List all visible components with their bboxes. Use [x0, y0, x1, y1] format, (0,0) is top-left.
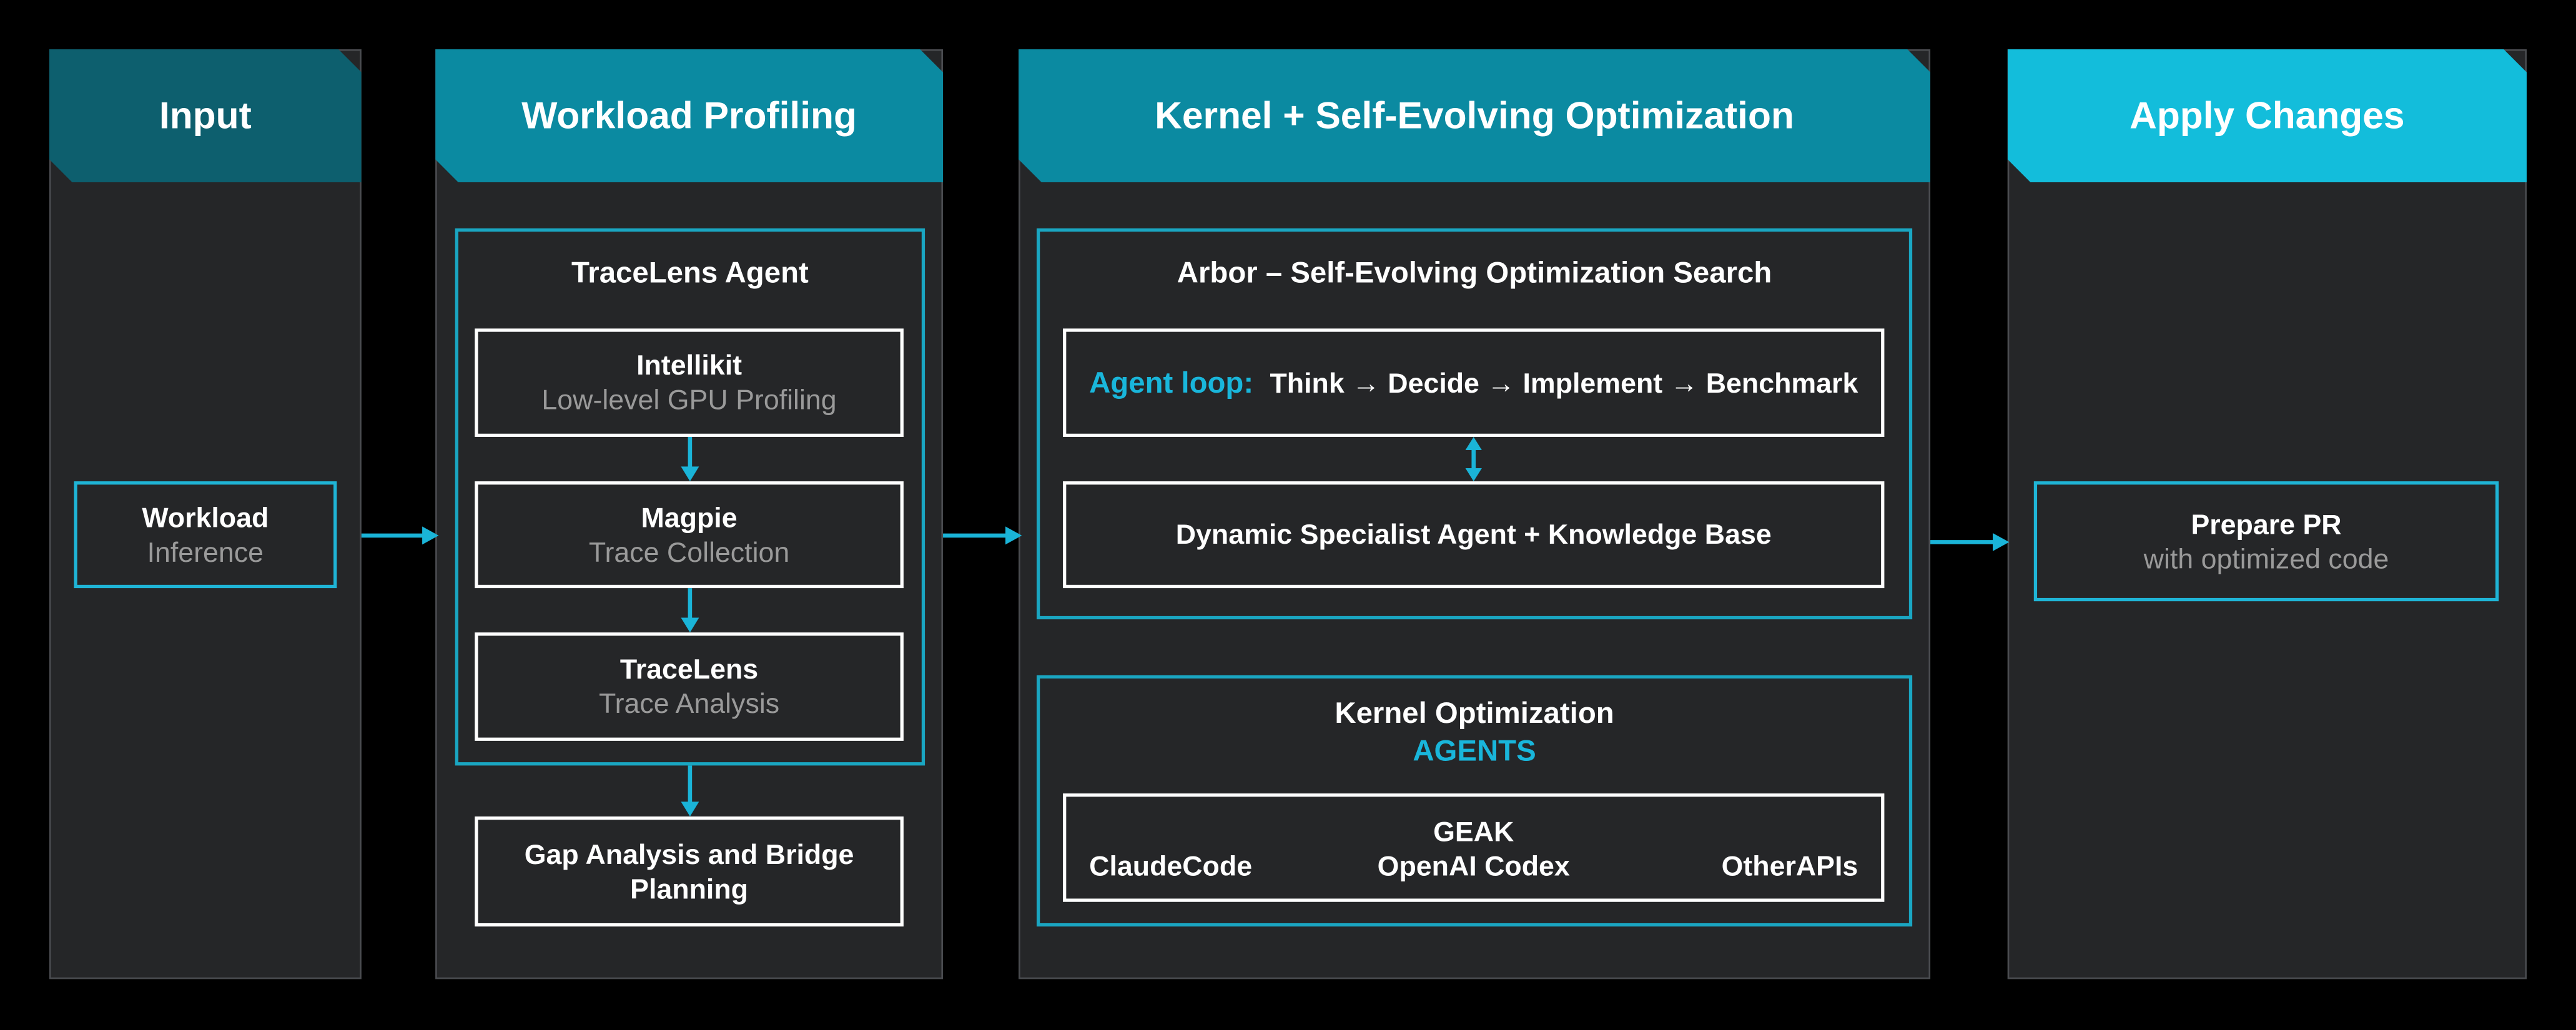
profiling-column-title: Workload Profiling — [521, 94, 857, 137]
arrow-profiling-to-optimization — [943, 526, 1022, 545]
gap-analysis-line2: Planning — [630, 873, 748, 905]
arrow-optimization-to-apply — [1930, 532, 2010, 551]
apply-column-header: Apply Changes — [2008, 49, 2527, 182]
apply-column-title: Apply Changes — [2129, 94, 2405, 137]
agent-geak: GEAK — [1433, 816, 1514, 848]
specialist-text: Dynamic Specialist Agent + Knowledge Bas… — [1175, 519, 1772, 551]
agents-list-box: GEAK ClaudeCode OpenAI Codex OtherAPIs — [1063, 793, 1885, 902]
magpie-title: Magpie — [641, 501, 738, 533]
optimization-column: Kernel + Self-Evolving Optimization — [1019, 49, 1931, 979]
agent-loop-box: Agent loop: Think → Decide → Implement →… — [1063, 328, 1885, 438]
prepare-pr-box: Prepare PR with optimized code — [2033, 481, 2499, 602]
prepare-pr-subtitle: with optimized code — [2143, 542, 2389, 574]
magpie-subtitle: Trace Collection — [588, 536, 790, 568]
profiling-column-header: Workload Profiling — [435, 49, 943, 182]
kernel-title: Kernel Optimization — [1335, 696, 1614, 730]
input-column-header: Input — [49, 49, 362, 182]
agent-otherapis: OtherAPIs — [1721, 851, 1858, 883]
tracelens-agent-frame: TraceLens Agent — [455, 228, 925, 766]
input-column-title: Input — [159, 94, 252, 137]
profiling-column: Workload Profiling — [435, 49, 944, 979]
intellikit-subtitle: Low-level GPU Profiling — [541, 384, 837, 416]
agent-openai-codex: OpenAI Codex — [1377, 851, 1570, 883]
workload-box: Workload Inference — [74, 481, 337, 589]
workload-title: Workload — [142, 501, 269, 533]
optimization-column-header: Kernel + Self-Evolving Optimization — [1019, 49, 1930, 182]
apply-column: Apply Changes — [2007, 49, 2527, 979]
tracelens-subtitle: Trace Analysis — [598, 688, 780, 720]
kernel-subtitle: AGENTS — [1413, 734, 1536, 767]
arbor-title: Arbor – Self-Evolving Optimization Searc… — [1177, 256, 1772, 290]
magpie-box: Magpie Trace Collection — [475, 481, 904, 589]
kernel-frame: Kernel Optimization AGENTS — [1036, 675, 1913, 927]
tracelens-title: TraceLens — [619, 654, 759, 685]
prepare-pr-title: Prepare PR — [2191, 508, 2342, 540]
gap-analysis-box: Gap Analysis and Bridge Planning — [475, 816, 904, 927]
agent-loop-label: Agent loop: — [1089, 366, 1254, 400]
input-column: Input — [49, 49, 362, 979]
workload-subtitle: Inference — [147, 536, 264, 568]
agent-loop-steps: Think → Decide → Implement → Benchmark — [1270, 367, 1858, 399]
intellikit-title: Intellikit — [636, 350, 743, 381]
arrow-input-to-profiling — [361, 526, 439, 545]
tracelens-box: TraceLens Trace Analysis — [475, 632, 904, 741]
agent-claudecode: ClaudeCode — [1089, 851, 1253, 883]
arbor-frame: Arbor – Self-Evolving Optimization Searc… — [1036, 228, 1913, 620]
optimization-column-title: Kernel + Self-Evolving Optimization — [1155, 94, 1794, 137]
intellikit-box: Intellikit Low-level GPU Profiling — [475, 328, 904, 438]
specialist-box: Dynamic Specialist Agent + Knowledge Bas… — [1063, 481, 1885, 589]
gap-analysis-line1: Gap Analysis and Bridge — [524, 838, 854, 870]
tracelens-agent-title: TraceLens Agent — [571, 256, 809, 290]
